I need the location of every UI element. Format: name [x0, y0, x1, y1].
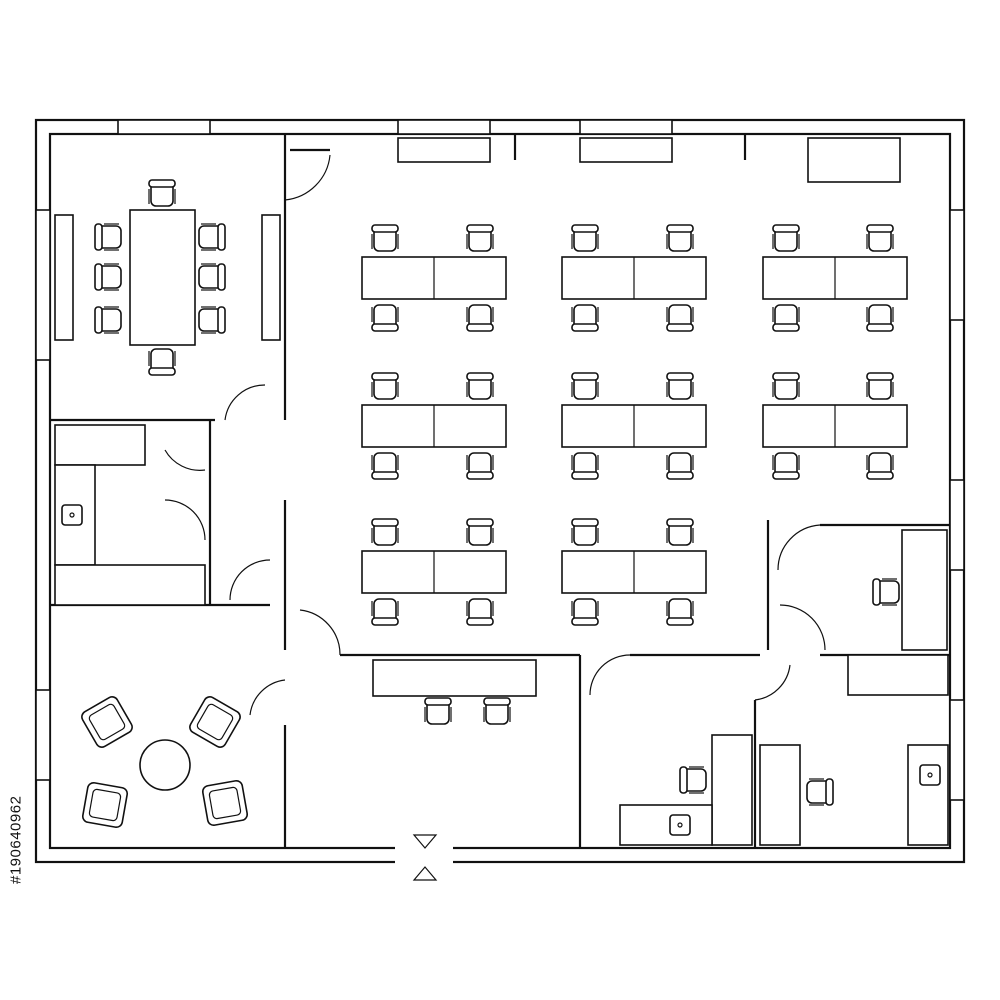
- desk-cluster: [561, 372, 707, 480]
- cabinet: [807, 137, 901, 183]
- chair: [198, 306, 226, 334]
- armchair: [81, 781, 129, 829]
- desk-cluster: [361, 224, 507, 332]
- desk-cluster: [561, 518, 707, 626]
- chair: [94, 223, 122, 251]
- entrance-arrow-icon: [412, 834, 438, 849]
- round-table: [139, 739, 191, 791]
- doors: [164, 154, 826, 716]
- chair: [148, 179, 176, 207]
- chair: [148, 348, 176, 376]
- armchair: [186, 693, 244, 751]
- conference-room: [54, 179, 281, 376]
- chair: [198, 263, 226, 291]
- armchair: [201, 779, 249, 827]
- entrance-arrow-icon: [412, 866, 438, 881]
- cabinet: [397, 137, 491, 163]
- chair: [94, 306, 122, 334]
- armchair: [78, 693, 136, 751]
- chair: [483, 697, 511, 725]
- interior-walls: [50, 134, 950, 848]
- reception: [372, 659, 537, 725]
- cabinet: [579, 137, 673, 163]
- lounge: [78, 693, 249, 829]
- desk-cluster: [361, 372, 507, 480]
- chair: [94, 263, 122, 291]
- desk-cluster: [762, 372, 908, 480]
- reception-desk: [372, 659, 537, 697]
- private-office: [759, 744, 949, 846]
- chair: [424, 697, 452, 725]
- conference-table: [129, 209, 196, 346]
- desk-cluster: [762, 224, 908, 332]
- entrance-gap: [395, 846, 453, 866]
- open-office: [361, 137, 908, 626]
- chair: [198, 223, 226, 251]
- desk-cluster: [561, 224, 707, 332]
- windows: [35, 119, 965, 801]
- desk-cluster: [361, 518, 507, 626]
- private-office: [619, 734, 753, 846]
- kitchenette: [54, 424, 206, 606]
- sink: [61, 504, 83, 526]
- private-office: [847, 529, 949, 696]
